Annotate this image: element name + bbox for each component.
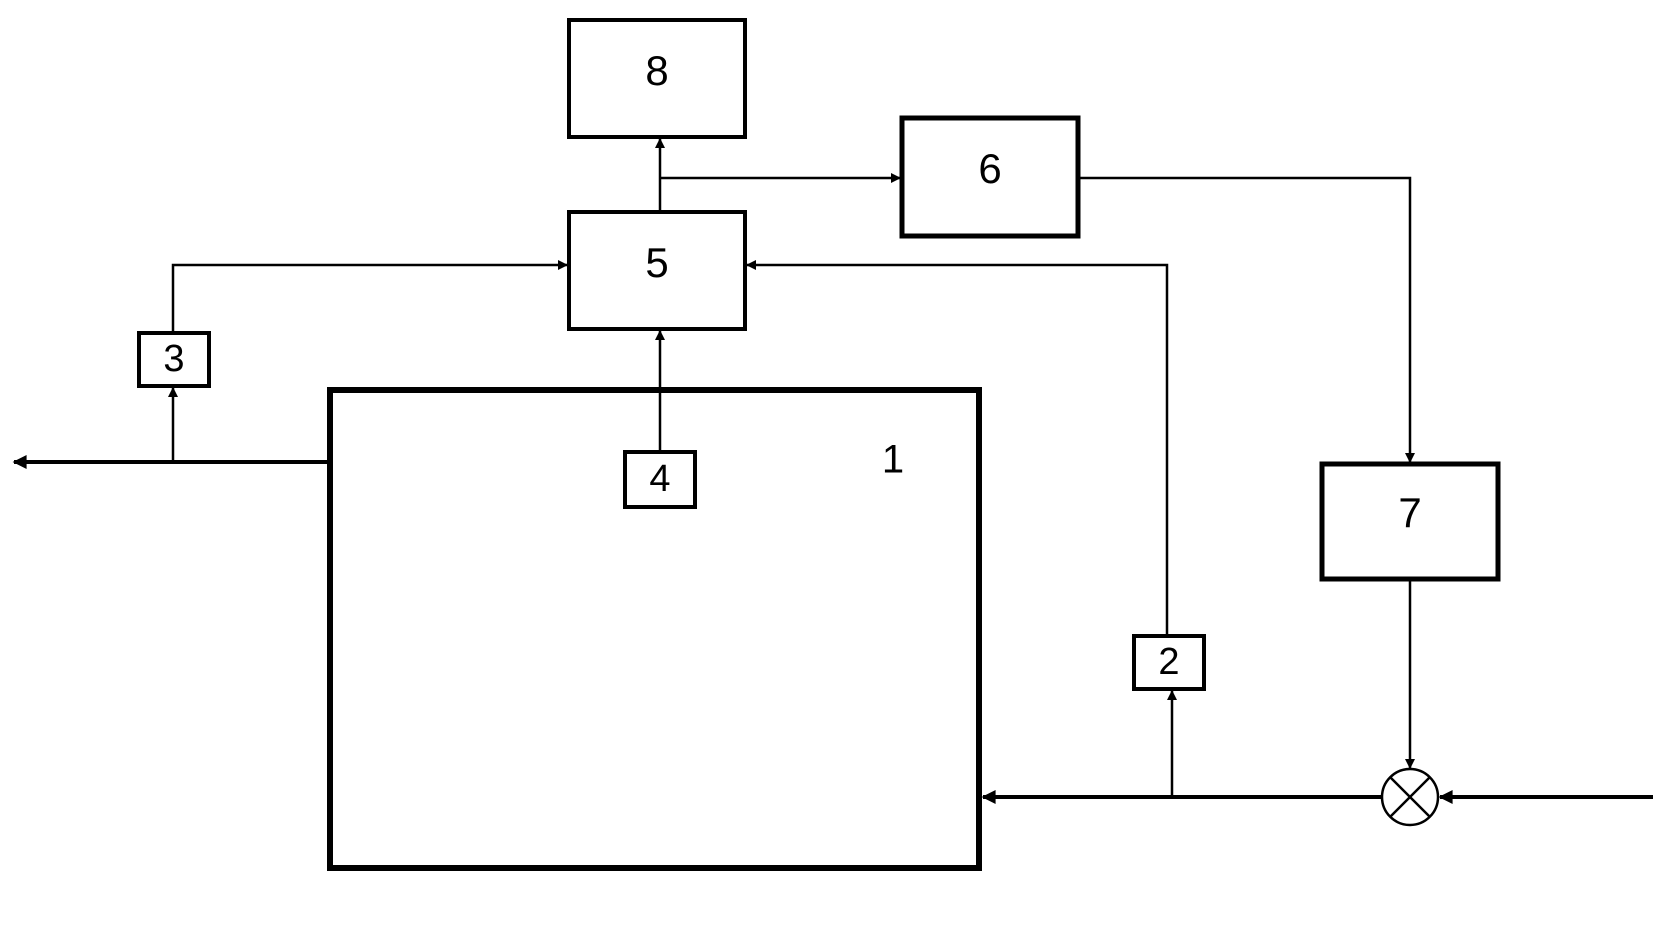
- block-7-label: 7: [1398, 489, 1421, 536]
- mixer-symbol: [1380, 767, 1440, 827]
- block-6-label: 6: [978, 145, 1001, 192]
- arrow-2-to-5: [746, 260, 1169, 636]
- block-5-label: 5: [645, 239, 668, 286]
- block-4-label: 4: [649, 458, 670, 500]
- block-4: [623, 450, 697, 509]
- arrow-6-to-7: [1080, 176, 1415, 463]
- block-1-label: 1: [882, 438, 904, 482]
- block-2-label: 2: [1158, 641, 1179, 683]
- block-8-label: 8: [645, 47, 668, 94]
- block-3-label: 3: [163, 338, 184, 380]
- block-2: [1132, 634, 1206, 691]
- arrow-3-to-5: [171, 260, 568, 333]
- block-8: [567, 18, 747, 139]
- block-7: [1319, 461, 1501, 582]
- block-5: [567, 210, 747, 331]
- block-6: [899, 115, 1081, 239]
